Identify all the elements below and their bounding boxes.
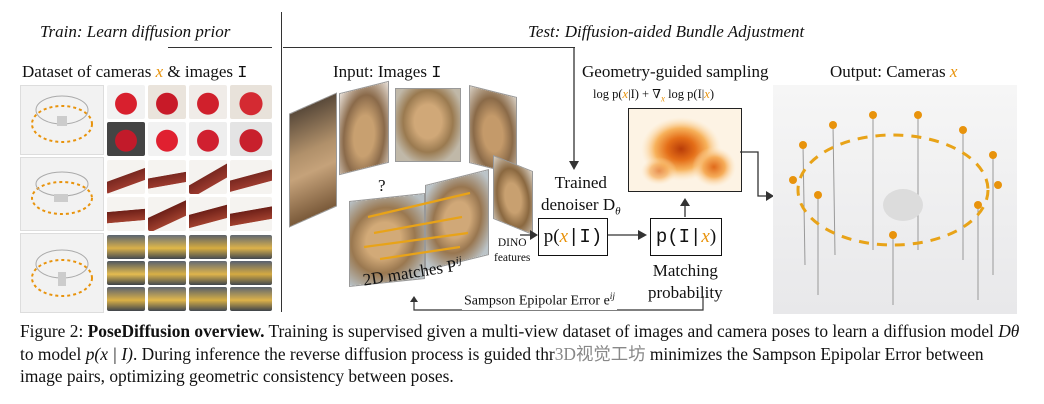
toy-figure-thumbnail <box>107 261 145 285</box>
input-label: Input: Images I <box>333 62 442 83</box>
red-apple-thumbnail <box>107 122 145 156</box>
teddy-bear-photo <box>396 89 460 161</box>
red-apple-thumbnail <box>230 85 272 119</box>
figure-caption: Figure 2: PoseDiffusion overview. Traini… <box>20 321 1020 386</box>
cake-slice-thumbnail <box>148 197 186 231</box>
caption-figure-number: Figure 2: <box>20 321 84 341</box>
train-header-rule <box>168 47 272 48</box>
toy-figure-thumbnail <box>189 235 227 259</box>
cake-slice-thumbnail <box>230 160 272 194</box>
sampling-to-output-arrow <box>740 151 774 201</box>
cake-slice-thumbnail <box>189 160 227 194</box>
camera-ring-render <box>20 157 104 231</box>
likelihood-box: p(I|x) <box>650 218 722 256</box>
red-apple-thumbnail <box>148 122 186 156</box>
toy-figure-thumbnail <box>107 235 145 259</box>
toy-figure-thumbnail <box>230 261 272 285</box>
match-lines <box>363 191 471 261</box>
teddy-bear-photo <box>340 82 388 174</box>
red-apple-thumbnail <box>148 85 186 119</box>
cake-slice-thumbnail <box>148 160 186 194</box>
toy-figure-thumbnail <box>148 287 186 311</box>
red-apple-thumbnail <box>107 85 145 119</box>
toy-figure-thumbnail <box>230 287 272 311</box>
cake-slice-thumbnail <box>107 197 145 231</box>
red-apple-thumbnail <box>189 85 227 119</box>
trained-denoiser-label: Trained denoiser Dθ <box>541 173 621 218</box>
output-camera-render <box>773 85 1017 314</box>
red-apple-thumbnail <box>230 122 272 156</box>
toy-figure-thumbnail <box>189 261 227 285</box>
teddy-bear-photo <box>470 86 516 174</box>
prior-box: p(x|I) <box>538 218 608 256</box>
cake-slice-thumbnail <box>189 197 227 231</box>
red-apple-thumbnail <box>189 122 227 156</box>
train-header: Train: Learn diffusion prior <box>40 22 231 41</box>
toy-figure-thumbnail <box>107 287 145 311</box>
camera-ring-render <box>20 233 104 313</box>
camera-ring-render <box>20 85 104 155</box>
train-to-denoiser-arrow <box>569 47 579 170</box>
test-header: Test: Diffusion-aided Bundle Adjustment <box>528 22 805 41</box>
test-header-rule <box>283 47 575 48</box>
cake-slice-thumbnail <box>107 160 145 194</box>
dataset-label: Dataset of cameras x & images I <box>22 62 248 83</box>
section-divider <box>281 12 283 312</box>
watermark: 3D视觉工坊 <box>554 343 646 364</box>
density-heatmap <box>628 108 742 192</box>
prior-to-likelihood-arrow <box>608 230 647 240</box>
geometry-guided-label: Geometry-guided sampling <box>582 62 769 81</box>
teddy-bear-photo <box>290 93 336 227</box>
toy-figure-thumbnail <box>148 261 186 285</box>
sampson-feedback-path <box>410 296 704 311</box>
cake-slice-thumbnail <box>230 197 272 231</box>
dino-to-prior-arrow <box>520 230 538 240</box>
question-mark: ? <box>378 176 386 195</box>
output-label: Output: Cameras x <box>830 62 958 81</box>
likelihood-to-sampling-arrow <box>680 198 690 217</box>
caption-title: PoseDiffusion overview. <box>87 321 265 341</box>
sampson-error-label: Sampson Epipolar Error eij <box>462 292 618 310</box>
teddy-bear-photo <box>494 156 532 234</box>
toy-figure-thumbnail <box>230 235 272 259</box>
toy-figure-thumbnail <box>189 287 227 311</box>
score-formula: log p(x|I) + ∇x log p(I|x) <box>593 87 714 104</box>
toy-figure-thumbnail <box>148 235 186 259</box>
